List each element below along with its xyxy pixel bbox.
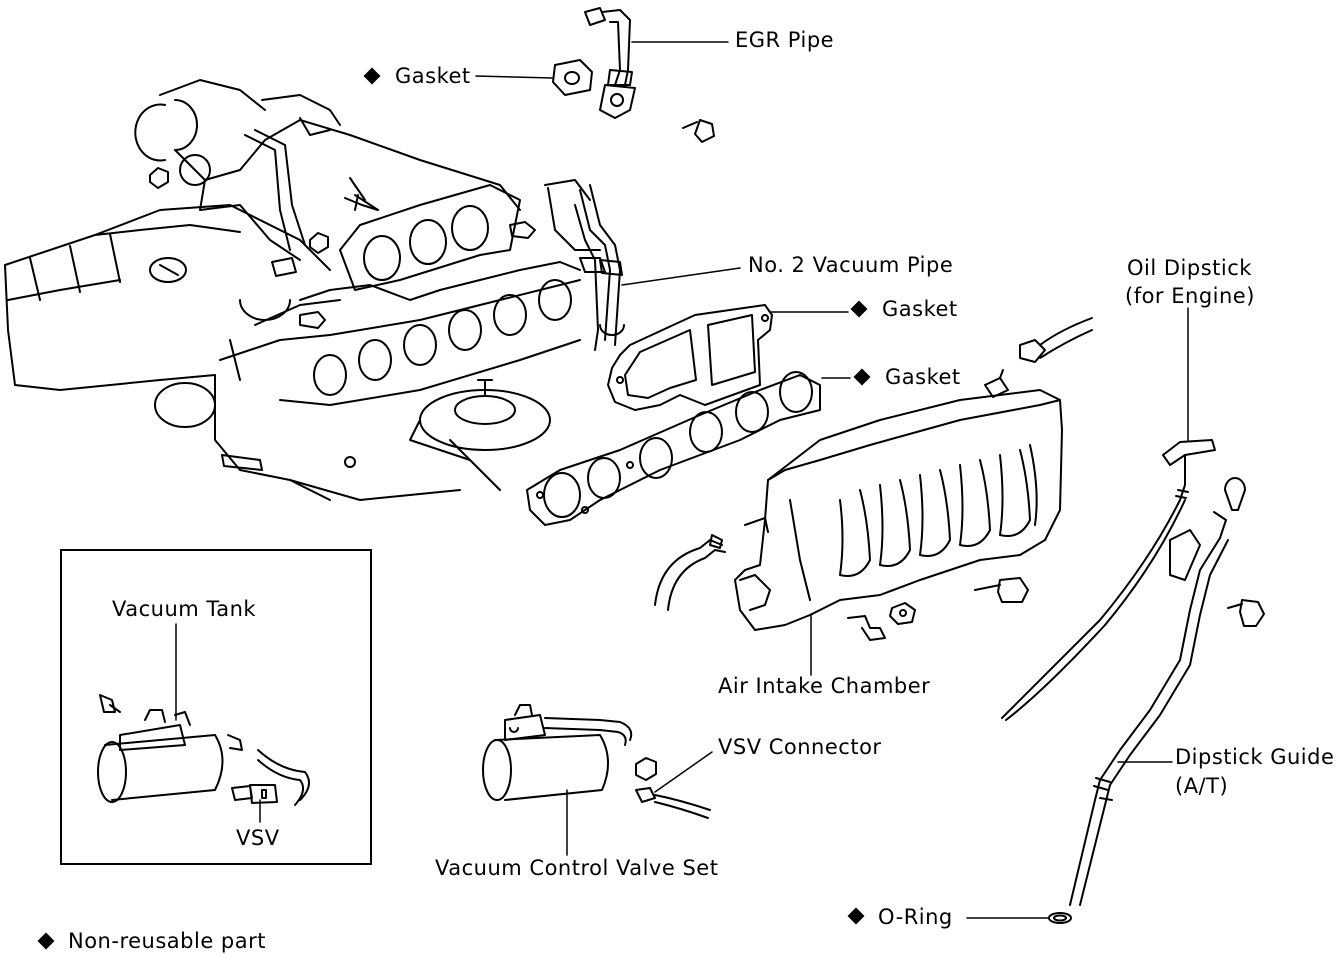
label-no2-vacuum-pipe: No. 2 Vacuum Pipe	[748, 253, 954, 277]
label-oil-dipstick-sub: (for Engine)	[1125, 284, 1255, 308]
leader-lines	[175, 41, 1189, 919]
inset-vsv	[231, 749, 310, 806]
throttle-body	[134, 79, 521, 261]
vacuum-control-valve-set	[482, 704, 633, 801]
vacuum-pipe-lines	[544, 179, 625, 351]
vsv-connector	[635, 787, 711, 819]
oil-dipstick-engine	[1001, 439, 1216, 721]
egr-pipe	[584, 7, 636, 119]
label-gasket-lower: Gasket	[885, 365, 961, 389]
intake-manifold-head	[219, 177, 581, 406]
upper-hose	[1019, 317, 1093, 363]
dipstick-bolt	[1227, 599, 1265, 627]
chamber-bolt-top	[984, 369, 1009, 398]
legend-non-reusable: Non-reusable part	[68, 929, 266, 953]
egr-gasket	[552, 59, 593, 96]
air-intake-chamber	[734, 389, 1063, 631]
inset-frame	[60, 549, 372, 865]
chamber-bolts	[847, 577, 1029, 641]
strut-tower	[344, 379, 551, 491]
o-ring	[1048, 912, 1072, 924]
manifold-gasket-upper	[607, 304, 773, 411]
label-vacuum-tank: Vacuum Tank	[112, 597, 257, 621]
engine-block	[4, 204, 461, 501]
label-vsv: VSV	[236, 826, 280, 850]
label-oil-dipstick: Oil Dipstick	[1127, 256, 1252, 280]
inset-vacuum-tank	[97, 694, 243, 803]
manifold-gasket-lower	[526, 371, 821, 526]
label-gasket-upper: Gasket	[882, 297, 958, 321]
label-o-ring: O-Ring	[878, 905, 953, 929]
chamber-hose	[654, 534, 726, 611]
label-dipstick-guide-sub: (A/T)	[1175, 774, 1229, 798]
label-egr-pipe: EGR Pipe	[735, 28, 835, 52]
egr-bolt	[682, 119, 715, 143]
label-vacuum-control-valve-set: Vacuum Control Valve Set	[435, 856, 719, 880]
label-vsv-connector: VSV Connector	[718, 735, 882, 759]
label-dipstick-guide: Dipstick Guide	[1175, 745, 1335, 769]
label-gasket-egr: Gasket	[395, 64, 471, 88]
dipstick-guide	[1069, 477, 1246, 906]
label-air-intake-chamber: Air Intake Chamber	[718, 674, 931, 698]
engine-bolts	[149, 167, 606, 329]
valve-set-bolt	[635, 757, 657, 781]
